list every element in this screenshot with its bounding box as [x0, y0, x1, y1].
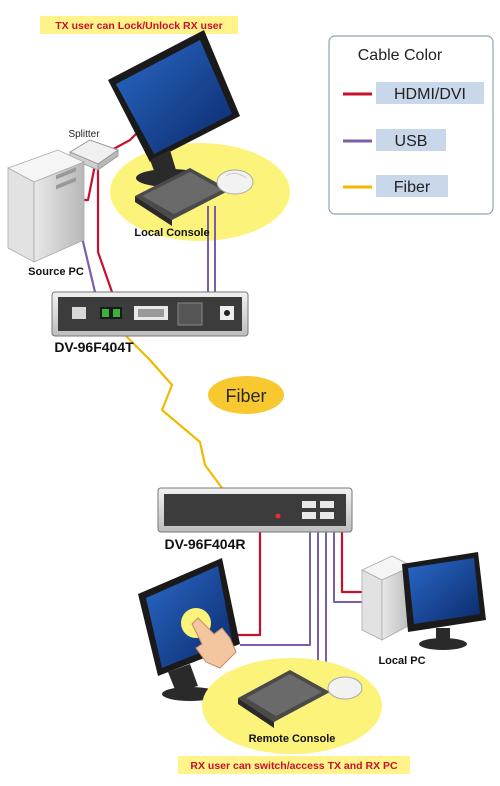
tx-io-panel — [177, 302, 203, 326]
splitter-icon — [68, 139, 120, 171]
rx-status-led — [275, 513, 281, 519]
cable-legend: Cable Color HDMI/DVI USB Fiber — [328, 35, 494, 215]
fiber-bubble — [208, 376, 284, 414]
local-mouse-icon — [216, 169, 254, 195]
local-monitor-icon — [108, 30, 240, 187]
top-banner-text: TX user can Lock/Unlock RX user — [55, 20, 222, 32]
legend-usb-chip — [376, 129, 446, 151]
bottom-banner: RX user can switch/access TX and RX PC — [178, 756, 410, 774]
fiber-bubble-label: Fiber — [225, 386, 266, 406]
transmitter-device — [51, 291, 249, 337]
local-pc-monitor-icon — [402, 552, 486, 650]
rx-usb-port-3 — [302, 512, 316, 519]
receiver-device — [157, 487, 353, 533]
local-pc-label: Local PC — [378, 655, 425, 667]
transmitter-label: DV-96F404T — [54, 339, 134, 355]
remote-mouse-icon — [327, 676, 363, 700]
receiver-label: DV-96F404R — [165, 536, 246, 552]
bottom-banner-text: RX user can switch/access TX and RX PC — [190, 760, 398, 772]
legend-hdmi-chip — [376, 82, 484, 104]
rx-usb-port-2 — [320, 501, 334, 508]
legend-hdmi-label: HDMI/DVI — [394, 86, 466, 103]
legend-usb-label: USB — [395, 133, 428, 150]
tx-usb-port — [72, 307, 86, 319]
splitter-label: Splitter — [68, 129, 100, 140]
remote-keyboard-icon — [238, 670, 330, 728]
local-console-label: Local Console — [134, 227, 209, 239]
top-banner: TX user can Lock/Unlock RX user — [40, 16, 238, 34]
touch-hand-icon — [191, 617, 237, 669]
rx-usb-port-1 — [302, 501, 316, 508]
source-pc-tower-icon — [7, 149, 86, 263]
local-keyboard-icon — [135, 168, 230, 226]
source-pc-label: Source PC — [28, 266, 84, 278]
remote-console-label: Remote Console — [249, 733, 336, 745]
legend-fiber-chip — [376, 175, 448, 197]
legend-fiber-label: Fiber — [394, 179, 431, 196]
legend-title: Cable Color — [358, 47, 443, 64]
rx-usb-port-4 — [320, 512, 334, 519]
